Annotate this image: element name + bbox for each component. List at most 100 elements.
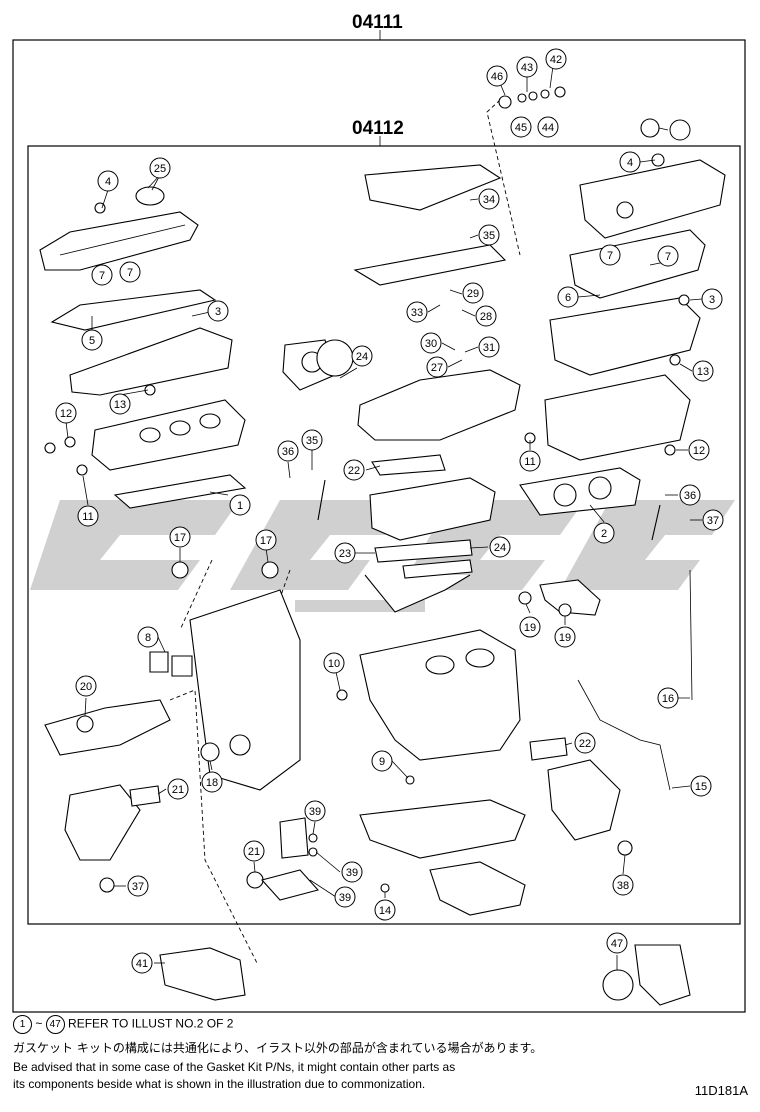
callout-number: 22 [579,738,591,750]
cylinder-head-left [91,399,246,471]
callout-44: 45 [510,116,532,138]
callout-number: 4 [105,176,111,188]
callout-number: 47 [611,938,623,950]
callout-number: 33 [411,307,423,319]
range-end-badge: 47 [45,1015,65,1034]
refer-text: REFER TO ILLUST NO.2 OF 2 [68,1016,234,1031]
head-cover-gasket-left [50,289,217,331]
outer-frame [12,39,746,1013]
callout-number: 11 [524,456,535,468]
callout-2: 2 [593,522,615,544]
callout-number: 4 [627,157,633,169]
callout-number: 8 [145,632,151,644]
callout-number: 21 [248,846,260,858]
callout-number: 3 [709,294,715,306]
callout-number: 10 [328,658,340,670]
callout-31: 31 [478,336,500,358]
callout-36: 36 [277,440,299,462]
callout-22: 22 [574,732,596,754]
callout-23: 22 [343,459,365,481]
callout-number: 7 [127,267,133,279]
callout-number: 46 [491,71,503,83]
callout-number: 29 [467,288,479,300]
callout-number: 12 [693,445,705,457]
cylinder-block [359,629,521,761]
callout-30: 30 [420,332,442,354]
callout-15: 15 [690,775,712,797]
cylinder-head-cover-right [579,159,726,239]
callout-12: 12 [688,439,710,461]
callout-24: 23 [334,542,356,564]
callout-number: 12 [60,408,72,420]
fuel-rail-upper [364,164,502,211]
callout-9: 9 [371,750,393,772]
oil-pump-cover [159,947,246,1001]
callout-number: 27 [431,362,443,374]
oil-pan-upper [359,799,526,859]
callout-28: 28 [475,305,497,327]
dashed-group-line [486,99,521,256]
callout-number: 39 [309,806,321,818]
callout-number: 30 [425,338,437,350]
callout-14: 14 [374,899,396,921]
callout-26: 25 [149,157,171,179]
callout-number: 28 [480,311,492,323]
callout-35: 35 [301,429,323,451]
callout-number: 9 [379,756,385,768]
callout-45: 46 [486,65,508,87]
range-separator: ~ [35,1016,43,1031]
callout-7: 7 [657,245,679,267]
callout-number: 23 [339,548,351,560]
callout-bubbles: 4 25 7 7 3 5 13 12 1 11 24 36 35 22 34 3… [55,48,724,974]
callout-37: 38 [612,874,634,896]
illustration-code: 11D181A [694,1083,748,1098]
callout-number: 39 [346,867,358,879]
callout-36: 37 [702,509,724,531]
note-english-line-1: Be advised that in some case of the Gask… [13,1060,456,1074]
callout-37: 37 [127,875,149,897]
callout-number: 37 [707,515,719,527]
callout-number: 7 [607,250,613,262]
callout-17: 17 [169,526,191,548]
callout-number: 39 [339,892,351,904]
callout-number: 19 [559,632,571,644]
rear-oil-seal-retainer [602,944,691,1006]
callout-number: 22 [348,465,360,477]
callout-22: 21 [167,778,189,800]
callout-41: 42 [545,48,567,70]
callout-number: 24 [356,351,368,363]
callout-number: 25 [154,163,166,175]
callout-number: 17 [260,535,272,547]
callout-47 [669,119,691,141]
callout-29: 29 [462,282,484,304]
small-seals [44,86,690,901]
callout-13: 13 [692,360,714,382]
callout-number: 38 [617,880,629,892]
callout-3: 3 [701,288,723,310]
refer-note: 1 ~ 47 REFER TO ILLUST NO.2 OF 2 [13,1015,233,1034]
callout-13: 13 [109,393,131,415]
callout-number: 37 [132,881,144,893]
callout-number: 16 [662,693,674,705]
callout-number: 44 [542,122,554,134]
callout-number: 45 [515,122,527,134]
callout-number: 11 [82,511,93,523]
callout-number: 19 [524,622,536,634]
callout-number: 42 [550,54,562,66]
callout-7: 7 [91,264,113,286]
callout-number: 36 [684,490,696,502]
callout-43: 44 [537,116,559,138]
timing-cover-left [69,327,233,396]
callout-5: 5 [81,329,103,351]
callout-number: 41 [136,958,148,970]
callout-7: 7 [599,244,621,266]
inner-kit-code: 04112 [352,118,404,139]
callout-number: 13 [697,366,709,378]
callout-18: 18 [201,771,223,793]
callout-number: 3 [215,306,221,318]
callout-3: 3 [207,300,229,322]
callout-4: 4 [97,170,119,192]
callout-21: 21 [243,840,265,862]
callout-19: 19 [554,626,576,648]
